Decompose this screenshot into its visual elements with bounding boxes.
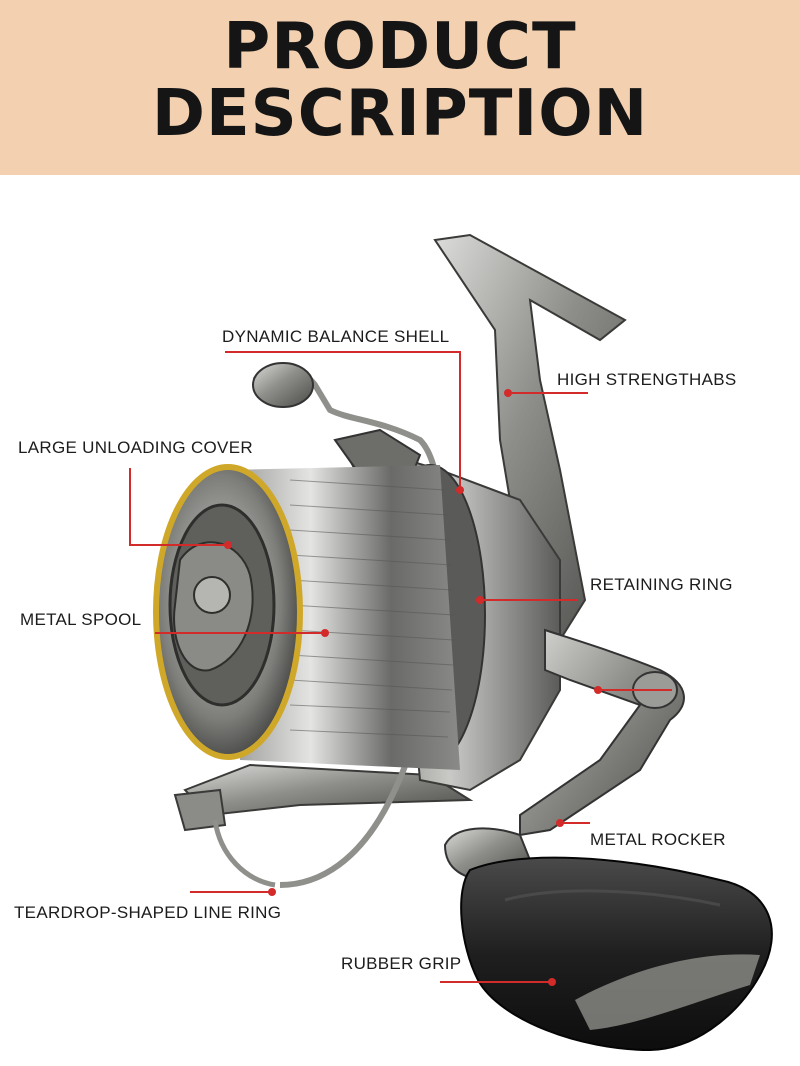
label-retaining-ring: RETAINING RING: [590, 575, 733, 594]
callout-line-shell: [225, 351, 461, 490]
callout-dot-shell: [456, 486, 464, 494]
label-dynamic-balance-shell: DYNAMIC BALANCE SHELL: [222, 327, 450, 346]
title-line-1: PRODUCT: [223, 10, 577, 84]
callout-dot-spool: [321, 629, 329, 637]
callout-dot-grip: [548, 978, 556, 986]
callout-dot-cover: [224, 541, 232, 549]
callout-line-cover: [129, 468, 228, 546]
callout-dot-abs: [504, 389, 512, 397]
header-banner: PRODUCT DESCRIPTION: [0, 0, 800, 175]
title-line-2: DESCRIPTION: [151, 77, 649, 151]
label-metal-rocker: METAL ROCKER: [590, 830, 726, 849]
fishing-reel-image: [153, 233, 773, 1052]
callout-dot-teardrop: [268, 888, 276, 896]
label-rubber-grip: RUBBER GRIP: [341, 954, 462, 973]
callout-dot-body: [594, 686, 602, 694]
callout-dot-rocker: [556, 819, 564, 827]
label-high-strength-abs: HIGH STRENGTHABS: [557, 370, 737, 389]
label-teardrop-line-ring: TEARDROP-SHAPED LINE RING: [14, 903, 282, 922]
callout-dot-retaining: [476, 596, 484, 604]
label-large-unloading-cover: LARGE UNLOADING COVER: [18, 438, 253, 457]
label-metal-spool: METAL SPOOL: [20, 610, 142, 629]
